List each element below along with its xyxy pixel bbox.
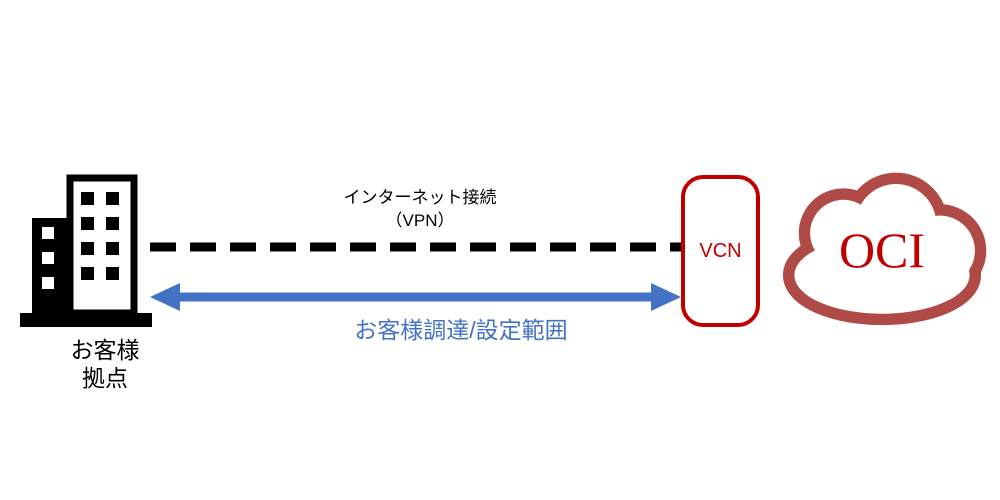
oci-cloud: OCI — [768, 170, 996, 326]
office-building-icon — [20, 174, 152, 327]
customer-site-label-line2: 拠点 — [82, 365, 128, 391]
customer-site-label-line1: お客様 — [70, 337, 140, 363]
customer-scope-double-arrow — [150, 283, 681, 311]
vcn-box: VCN — [681, 175, 760, 327]
internet-connection-label: インターネット接続 （VPN） — [270, 186, 570, 232]
oci-label: OCI — [838, 222, 926, 278]
internet-connection-label-line2: （VPN） — [385, 211, 455, 230]
vcn-label: VCN — [699, 239, 742, 262]
customer-scope-label: お客様調達/設定範囲 — [354, 317, 568, 343]
customer-site-label: お客様 拠点 — [30, 336, 180, 392]
internet-connection-label-line1: インターネット接続 — [343, 188, 497, 207]
cloud-icon — [782, 172, 987, 326]
internet-connection-dashed-line — [150, 242, 681, 252]
